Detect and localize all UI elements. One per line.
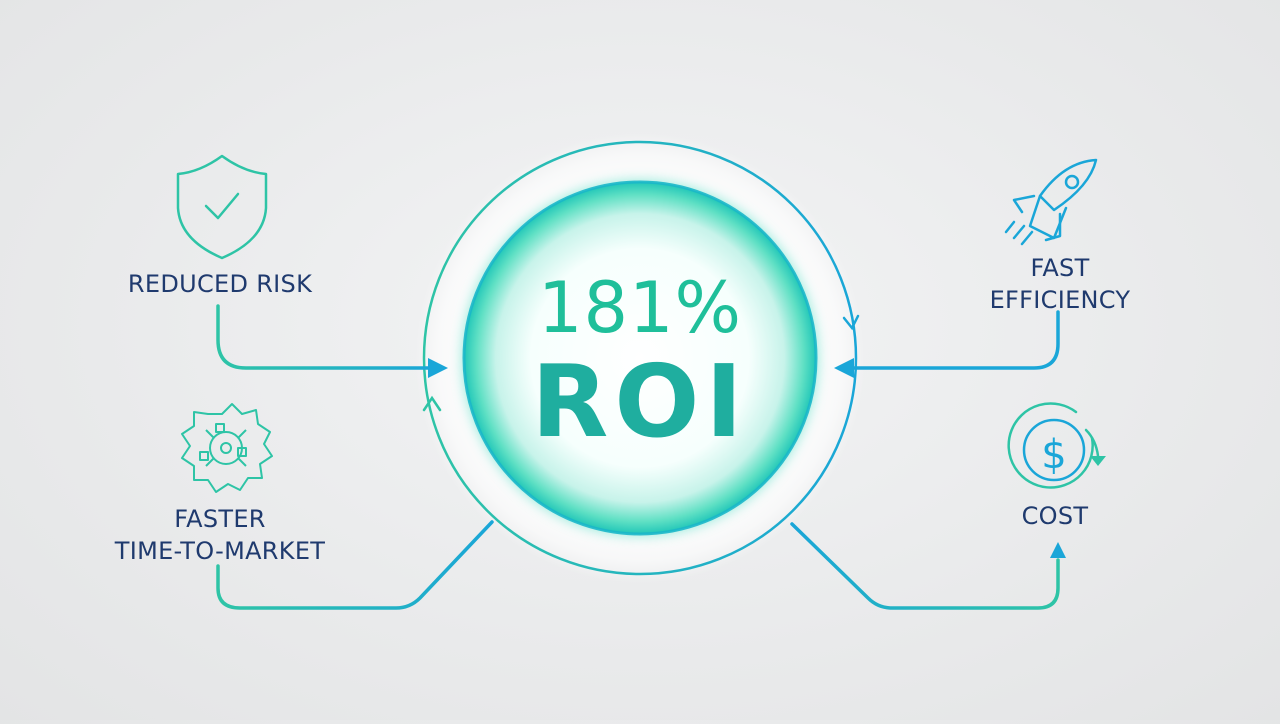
arrowhead-risk [428, 358, 448, 378]
shield-check-icon [176, 154, 268, 260]
svg-text:$: $ [1041, 432, 1066, 478]
connector-market [216, 520, 494, 610]
roi-disc-rim [462, 180, 818, 536]
arrowhead-cost [1050, 542, 1066, 558]
rocket-icon [1004, 158, 1098, 246]
label-cost: COST [1021, 502, 1089, 530]
outer-ring [422, 140, 858, 576]
arrowhead-efficiency [834, 358, 854, 378]
roi-value: 181% [537, 267, 743, 349]
dollar-cycle-icon: $ [1007, 402, 1106, 489]
connector-efficiency [850, 310, 1060, 370]
label-time-to-market-line2: TIME-TO-MARKET [114, 537, 326, 565]
label-time-to-market-line1: FASTER [174, 505, 266, 533]
roi-disc [464, 182, 816, 534]
ring-arrow-left [422, 395, 442, 412]
roi-label: ROI [531, 343, 749, 460]
gear-network-icon [181, 403, 273, 493]
label-fast-efficiency-line2: EFFICIENCY [989, 286, 1131, 314]
connector-cost [790, 522, 1060, 610]
label-time-to-market: FASTER TIME-TO-MARKET [80, 503, 360, 567]
connector-risk [216, 304, 434, 370]
ring-arrow-right [842, 314, 860, 331]
label-fast-efficiency-line1: FAST [1030, 254, 1090, 282]
label-reduced-risk: REDUCED RISK [127, 270, 313, 298]
label-fast-efficiency: FAST EFFICIENCY [960, 252, 1160, 316]
